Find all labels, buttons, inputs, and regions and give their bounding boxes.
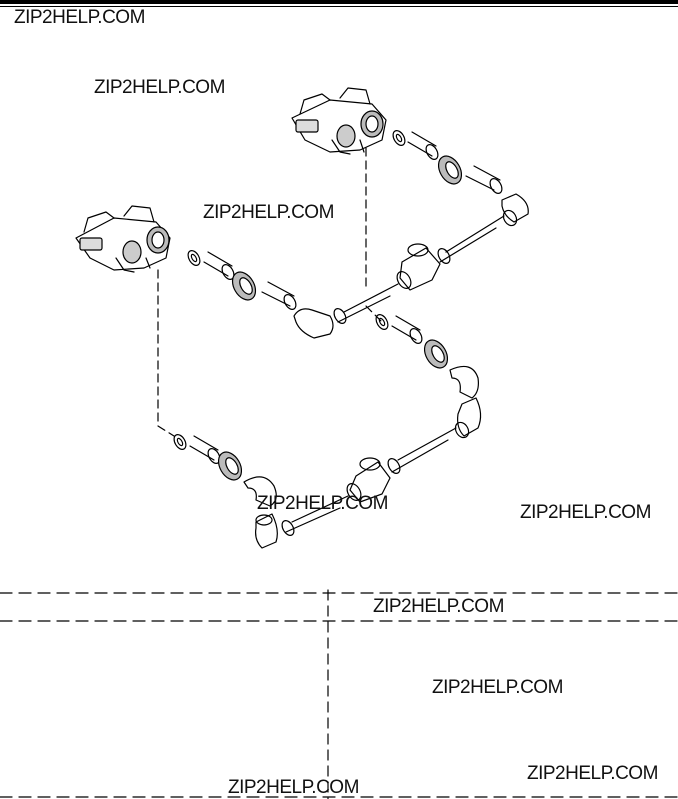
watermark: ZIP2HELP.COM xyxy=(203,202,334,223)
watermark: ZIP2HELP.COM xyxy=(432,677,563,698)
watermark: ZIP2HELP.COM xyxy=(94,77,225,98)
watermark: ZIP2HELP.COM xyxy=(527,763,658,784)
leader-lines xyxy=(157,147,385,437)
table-frame xyxy=(0,589,678,799)
top-rule-thin xyxy=(0,6,678,7)
lower-pipe-run xyxy=(173,250,334,549)
watermark: ZIP2HELP.COM xyxy=(520,502,651,523)
top-rule-thick xyxy=(0,0,678,4)
lower-valve xyxy=(75,205,171,273)
watermark: ZIP2HELP.COM xyxy=(373,596,504,617)
upper-valve xyxy=(291,87,387,155)
upper-pipe-run xyxy=(281,130,529,536)
watermark: ZIP2HELP.COM xyxy=(228,777,359,798)
watermark: ZIP2HELP.COM xyxy=(257,493,388,514)
watermark: ZIP2HELP.COM xyxy=(14,7,145,28)
